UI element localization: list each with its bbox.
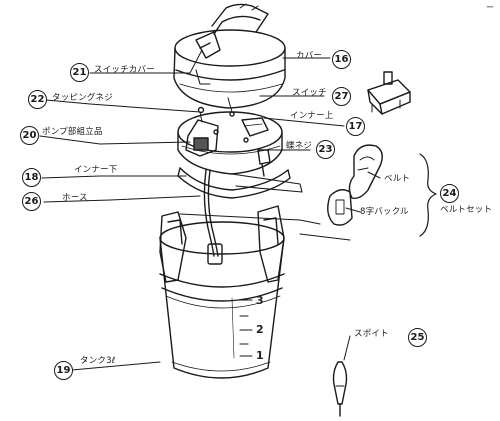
label-dropper: スポイト — [354, 329, 389, 339]
inner-lower-drawing — [177, 149, 303, 199]
label-tank: タンク3ℓ — [80, 356, 116, 366]
belt-drawing — [348, 144, 383, 200]
leader-lines — [39, 49, 381, 371]
label-thumbwheel: 蝶ネジ — [286, 141, 313, 151]
callout-inner-lower: 18 — [22, 168, 41, 187]
callout-pump-parts: 20 — [20, 126, 39, 145]
label-pump-parts: ポンプ部組立品 — [42, 127, 103, 137]
label-cover: カバー — [296, 51, 323, 61]
callout-belt-set: 24 — [440, 184, 459, 203]
corner-mark: ー — [486, 3, 494, 12]
dropper-drawing — [332, 361, 348, 417]
tank-scale-3: 3 — [256, 294, 264, 307]
callout-dropper: 25 — [408, 328, 427, 347]
label-belt-set: ベルトセット — [440, 205, 493, 215]
tank-scale-2: 2 — [256, 323, 264, 336]
label-belt: ベルト — [384, 174, 411, 184]
callout-tank: 19 — [54, 361, 73, 380]
inner-upper-drawing — [177, 106, 283, 175]
callout-thumbwheel: 23 — [316, 140, 335, 159]
callout-switch: 27 — [332, 87, 351, 106]
label-inner-upper: インナー上 — [290, 111, 334, 121]
switch-detail-drawing — [367, 71, 411, 115]
tank-scale-1: 1 — [256, 349, 264, 362]
hose-drawing — [203, 169, 223, 265]
callout-hose: 26 — [22, 192, 41, 211]
buckle-drawing — [327, 189, 353, 226]
label-inner-lower: インナー下 — [74, 165, 118, 175]
label-hose: ホース — [62, 193, 88, 203]
label-switch: スイッチ — [292, 88, 327, 98]
tank-drawing — [159, 205, 285, 379]
cover-drawing — [173, 3, 286, 117]
callout-cover: 16 — [332, 50, 351, 69]
callout-inner-upper: 17 — [346, 117, 365, 136]
callout-switch-cover: 21 — [70, 63, 89, 82]
label-tapping-screw: タッピングネジ — [52, 93, 113, 103]
callout-tapping-screw: 22 — [28, 90, 47, 109]
label-switch-cover: スイッチカバー — [94, 65, 155, 75]
belt-set-brace — [419, 153, 437, 237]
label-buckle: 8字バックル — [360, 207, 409, 217]
